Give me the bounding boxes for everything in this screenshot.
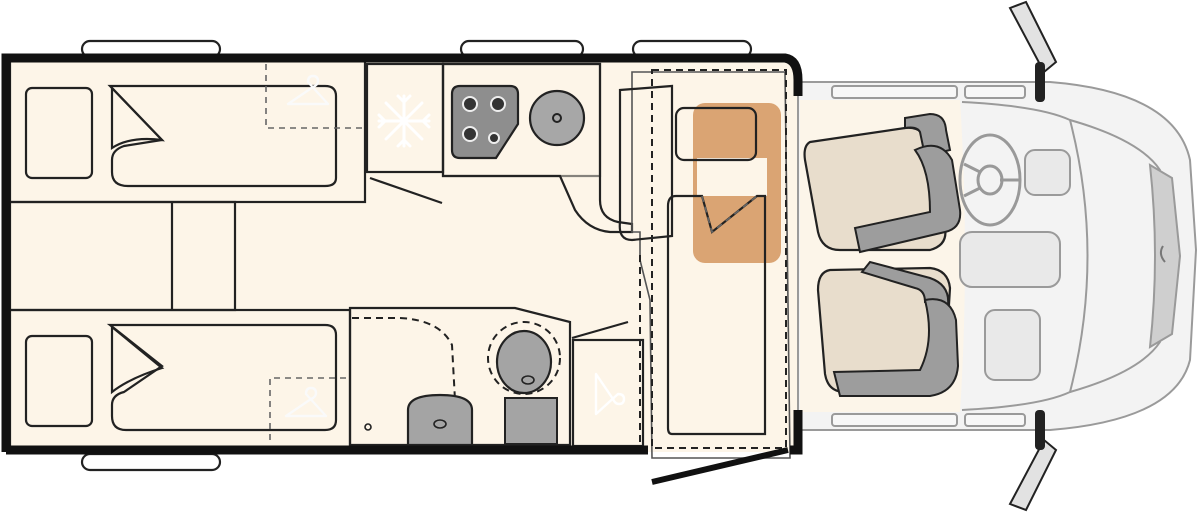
burner (490, 96, 506, 112)
windscreen (961, 101, 1089, 411)
snowflake-icon (377, 94, 431, 148)
seat-back (832, 298, 960, 397)
cab-window-bottom-2 (964, 413, 1026, 427)
outer-walls (1, 53, 803, 485)
dash-panel-1 (1024, 149, 1071, 196)
dash-panel-3 (984, 309, 1041, 381)
sink-bowl (528, 89, 586, 147)
windows-bottom (80, 452, 222, 472)
bench-backrest (618, 84, 674, 242)
cab-window-bottom (831, 413, 958, 427)
toilet-bowl-dash (487, 321, 561, 395)
toilet-icon (487, 321, 561, 445)
shower-tray-outline (352, 317, 456, 401)
blanket-fold (110, 324, 165, 395)
burner (462, 96, 478, 112)
entrance-door (651, 447, 789, 485)
dinette-bed-mattress (666, 194, 767, 436)
washbasin-drain (433, 419, 447, 429)
burner (462, 126, 478, 142)
wall-bottom-cab (790, 410, 803, 455)
pillow (24, 86, 94, 180)
cab-seat-driver (803, 112, 962, 254)
toilet-tank (504, 397, 558, 445)
cab-window-top-2 (964, 85, 1026, 99)
table-slot (697, 158, 767, 196)
driver-cab (797, 0, 1198, 512)
wardrobe-overhead-bottom (269, 377, 346, 440)
cab-seat-passenger (816, 260, 960, 397)
grille (1148, 163, 1182, 349)
brand-logo (1159, 245, 1166, 263)
bathroom (348, 306, 629, 447)
kitchen-door-swing (369, 176, 443, 205)
pillow (24, 334, 94, 428)
dinette-cushion-top (674, 106, 758, 162)
bathroom-floor (348, 306, 572, 447)
mattress (106, 323, 338, 432)
mattress-fold (701, 195, 758, 234)
cooker-cabinet (441, 62, 602, 178)
seat-back (853, 144, 962, 254)
blanket-fold (110, 85, 165, 151)
shower-drain (364, 423, 372, 431)
toilet-opening (521, 375, 535, 385)
toilet-seat (495, 329, 553, 395)
mirror-left (1008, 0, 1058, 74)
mirror-arm-left (1035, 62, 1045, 102)
round-sink-icon (528, 89, 586, 147)
steering-wheel-icon (958, 133, 1022, 227)
cab-window-top (831, 85, 958, 99)
dash-panel-2 (959, 231, 1061, 288)
kitchen (365, 62, 634, 234)
wall-top (1, 53, 803, 452)
mattress (107, 84, 338, 188)
dinette (618, 69, 791, 459)
mirror-arm-right (1035, 410, 1045, 450)
window-bottom-1 (80, 452, 222, 472)
burner (488, 132, 500, 144)
bed-extension-dash (651, 69, 787, 449)
washbasin (406, 393, 474, 447)
bathroom-door-swing (571, 320, 629, 340)
gas-hob-icon (450, 84, 520, 160)
mirror-right (1008, 438, 1058, 512)
sink-drain (552, 113, 562, 123)
